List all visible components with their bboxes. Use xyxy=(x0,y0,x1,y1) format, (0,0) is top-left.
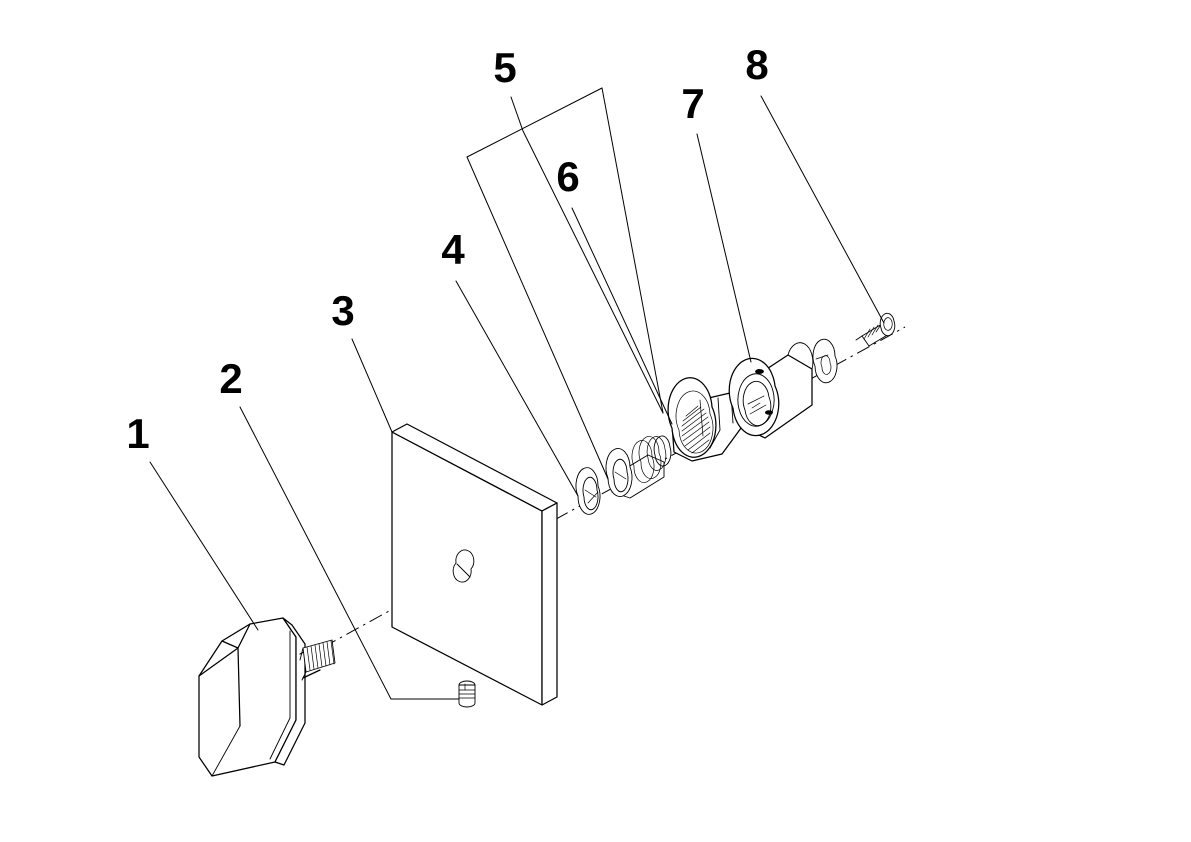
part-valve-barrel xyxy=(728,342,814,439)
leader-7 xyxy=(696,133,752,363)
callout-number-2: 2 xyxy=(219,355,242,402)
leader-8 xyxy=(760,95,885,324)
bushing-ribs xyxy=(631,436,667,483)
bushing-projection-outline xyxy=(466,87,664,480)
part-set-screw xyxy=(390,680,476,708)
callout-number-6: 6 xyxy=(556,153,579,200)
leader-5 xyxy=(510,96,524,132)
knurl-lines xyxy=(306,640,335,671)
leader-6 xyxy=(571,207,673,425)
part-escutcheon-plate xyxy=(391,423,558,706)
callout-numbers: 1 2 3 4 5 6 7 8 xyxy=(126,41,768,457)
leader-1 xyxy=(149,461,259,631)
part-flat-washer xyxy=(812,338,838,384)
part-retaining-screw xyxy=(855,312,896,347)
callout-number-5: 5 xyxy=(493,44,516,91)
callout-number-8: 8 xyxy=(745,41,768,88)
callout-number-1: 1 xyxy=(126,410,149,457)
leader-2 xyxy=(239,406,392,700)
internal-thread-lines xyxy=(675,390,714,454)
callout-leader-lines xyxy=(149,95,885,700)
callout-number-7: 7 xyxy=(681,80,704,127)
part-stepped-bushing xyxy=(605,435,672,499)
part-seal-washer xyxy=(575,467,601,515)
callout-number-4: 4 xyxy=(441,226,465,273)
leader-3 xyxy=(351,338,393,433)
callout-number-3: 3 xyxy=(331,287,354,334)
part-handle-knob xyxy=(198,617,336,777)
assembly-centerline xyxy=(299,326,906,661)
leader-4 xyxy=(455,280,579,497)
part-hex-coupling-nut xyxy=(667,377,745,462)
